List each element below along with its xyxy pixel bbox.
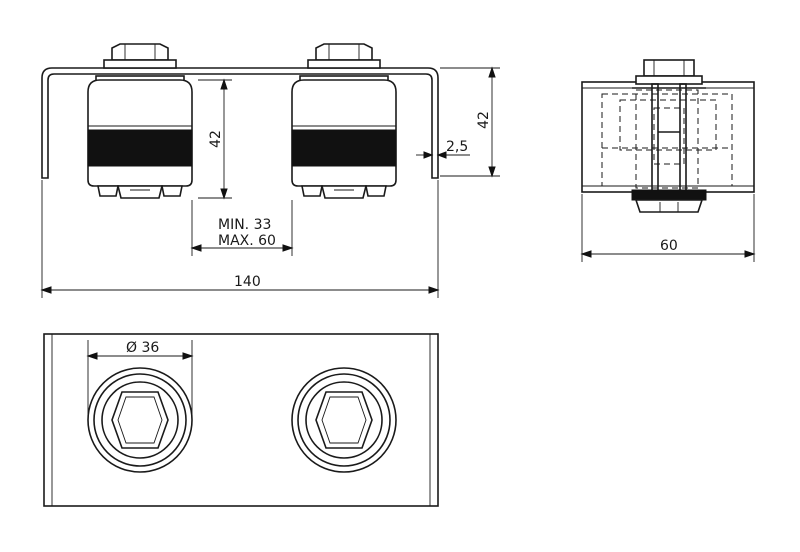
- dim-spacing: MIN. 33 MAX. 60: [190, 200, 294, 256]
- top-right-wheel: [291, 367, 397, 473]
- dim-wheel-height: 42: [198, 78, 232, 200]
- right-wheel-assembly: [291, 43, 397, 199]
- dim-wheel-height-label: 42: [208, 130, 224, 148]
- top-view: Ø 36: [43, 333, 439, 507]
- dim-thickness-label: 2,5: [446, 139, 468, 155]
- side-plate: [581, 81, 755, 193]
- dim-thickness: 2,5: [416, 139, 470, 159]
- side-view: 60: [580, 59, 756, 262]
- front-view: 42 42 2,5 MIN. 33 MAX. 60: [40, 43, 500, 298]
- dim-overall-length: 140: [40, 180, 440, 298]
- dim-spacing-min-label: MIN. 33: [218, 217, 271, 233]
- bracket-outline: [41, 67, 439, 179]
- top-left-wheel: [87, 367, 193, 473]
- dim-side-width: 60: [580, 194, 756, 262]
- dim-overall-height-label: 42: [476, 111, 492, 129]
- dim-side-width-label: 60: [660, 238, 678, 254]
- dim-overall-height: 42: [440, 66, 500, 178]
- dim-spacing-max-label: MAX. 60: [218, 233, 276, 249]
- top-plate: [43, 333, 439, 507]
- dim-wheel-diameter-label: Ø 36: [126, 340, 159, 356]
- left-wheel-assembly: [87, 43, 193, 199]
- dim-overall-length-label: 140: [234, 274, 261, 290]
- dim-wheel-diameter: Ø 36: [86, 340, 194, 416]
